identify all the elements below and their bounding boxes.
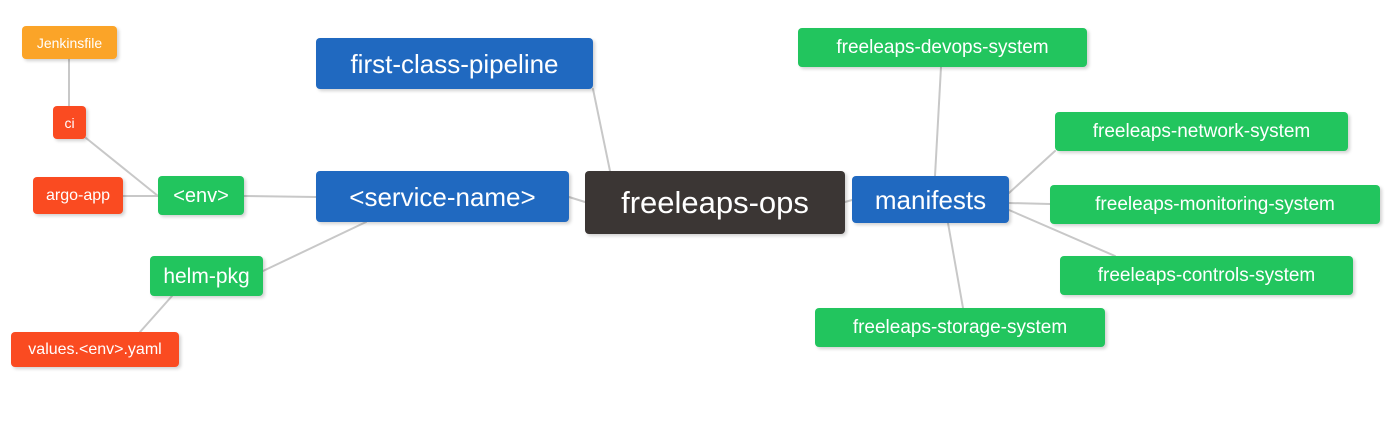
node-controls-system[interactable]: freeleaps-controls-system: [1060, 256, 1353, 295]
edge-manifests-to-monitoring-system: [1008, 202, 1051, 205]
edge-env-to-service-name: [243, 195, 317, 198]
node-manifests[interactable]: manifests: [852, 176, 1009, 223]
node-label: freeleaps-controls-system: [1097, 265, 1316, 286]
node-label: first-class-pipeline: [350, 48, 559, 79]
edge-freeleaps-ops-to-manifests: [844, 199, 853, 203]
node-label: ci: [64, 114, 75, 131]
edge-manifests-to-network-system: [1008, 150, 1056, 194]
node-storage-system[interactable]: freeleaps-storage-system: [815, 308, 1105, 347]
node-label: argo-app: [45, 186, 111, 204]
node-label: freeleaps-ops: [621, 185, 809, 220]
node-first-class-pipeline[interactable]: first-class-pipeline: [316, 38, 593, 89]
edge-service-name-to-freeleaps-ops: [568, 196, 586, 203]
node-monitoring-system[interactable]: freeleaps-monitoring-system: [1050, 185, 1380, 224]
node-label: freeleaps-monitoring-system: [1095, 194, 1335, 215]
edge-helm-pkg-to-values-yaml: [139, 295, 173, 333]
edge-ci-to-env: [85, 137, 159, 197]
node-label: freeleaps-storage-system: [852, 317, 1068, 338]
node-env[interactable]: <env>: [158, 176, 244, 215]
node-helm-pkg[interactable]: helm-pkg: [150, 256, 263, 296]
node-label: freeleaps-devops-system: [836, 37, 1049, 58]
edge-manifests-to-devops-system: [934, 66, 942, 177]
node-jenkinsfile[interactable]: Jenkinsfile: [22, 26, 117, 59]
node-freeleaps-ops[interactable]: freeleaps-ops: [585, 171, 845, 234]
node-label: values.<env>.yaml: [28, 340, 162, 358]
edge-first-class-pipeline-to-freeleaps-ops: [592, 88, 611, 172]
node-argo-app[interactable]: argo-app: [33, 177, 123, 214]
node-label: <service-name>: [349, 181, 536, 212]
node-ci[interactable]: ci: [53, 106, 86, 139]
node-service-name[interactable]: <service-name>: [316, 171, 569, 222]
node-label: freeleaps-network-system: [1092, 121, 1311, 142]
node-network-system[interactable]: freeleaps-network-system: [1055, 112, 1348, 151]
edge-service-name-to-helm-pkg: [262, 221, 367, 272]
edge-manifests-to-controls-system: [1008, 209, 1116, 257]
node-values-yaml[interactable]: values.<env>.yaml: [11, 332, 179, 367]
node-label: helm-pkg: [163, 264, 250, 288]
node-label: Jenkinsfile: [36, 34, 103, 51]
node-label: <env>: [173, 184, 229, 207]
edge-manifests-to-storage-system: [947, 222, 964, 309]
node-label: manifests: [874, 184, 987, 215]
node-devops-system[interactable]: freeleaps-devops-system: [798, 28, 1087, 67]
